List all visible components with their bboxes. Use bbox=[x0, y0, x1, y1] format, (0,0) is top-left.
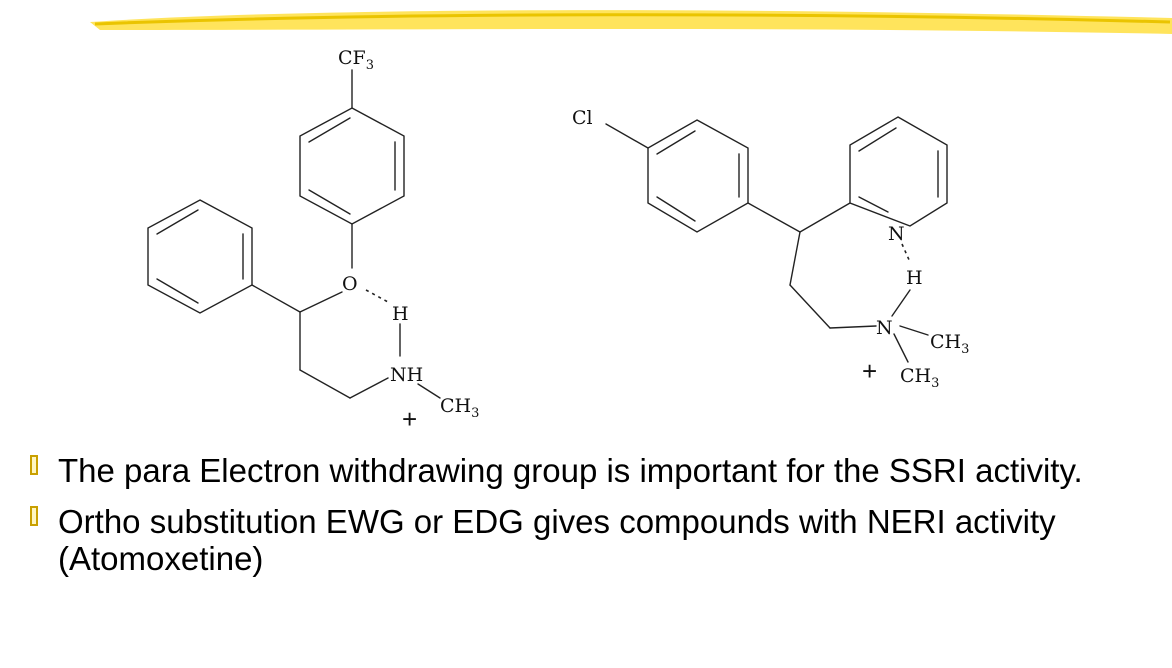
molecule-left: CF3 O H NH CH3 + bbox=[147, 47, 479, 434]
bullet-item: The para Electron withdrawing group is i… bbox=[30, 452, 1160, 489]
cf3-label: CF3 bbox=[338, 47, 374, 73]
bullet-list: The para Electron withdrawing group is i… bbox=[30, 452, 1160, 591]
bullet-text: The para Electron withdrawing group is i… bbox=[58, 452, 1083, 489]
methyl-label-2: CH3 bbox=[900, 365, 939, 391]
chemical-structures-diagram: CF3 O H NH CH3 + bbox=[90, 10, 1172, 434]
oxygen-label: O bbox=[342, 273, 358, 295]
hydrogen-label: H bbox=[392, 303, 409, 325]
charge-plus: + bbox=[402, 404, 417, 434]
charge-plus-right: + bbox=[862, 356, 877, 386]
methyl-label-1: CH3 bbox=[930, 331, 969, 357]
chlorine-label: Cl bbox=[572, 107, 593, 129]
bullet-item: Ortho substitution EWG or EDG gives comp… bbox=[30, 503, 1160, 577]
bullet-marker-icon bbox=[30, 455, 38, 475]
pyridine-n-label: N bbox=[888, 223, 905, 245]
bullet-text: Ortho substitution EWG or EDG gives comp… bbox=[58, 503, 1056, 577]
bullet-marker-icon bbox=[30, 506, 38, 526]
molecule-right: Cl N H N CH3 CH3 + bbox=[572, 107, 969, 391]
amine-label: NH bbox=[390, 364, 423, 386]
hydrogen-label-right: H bbox=[906, 267, 923, 289]
methyl-label: CH3 bbox=[440, 395, 479, 421]
amine-label-right: N bbox=[876, 317, 893, 339]
highlighter-stroke-edge bbox=[94, 13, 1171, 26]
